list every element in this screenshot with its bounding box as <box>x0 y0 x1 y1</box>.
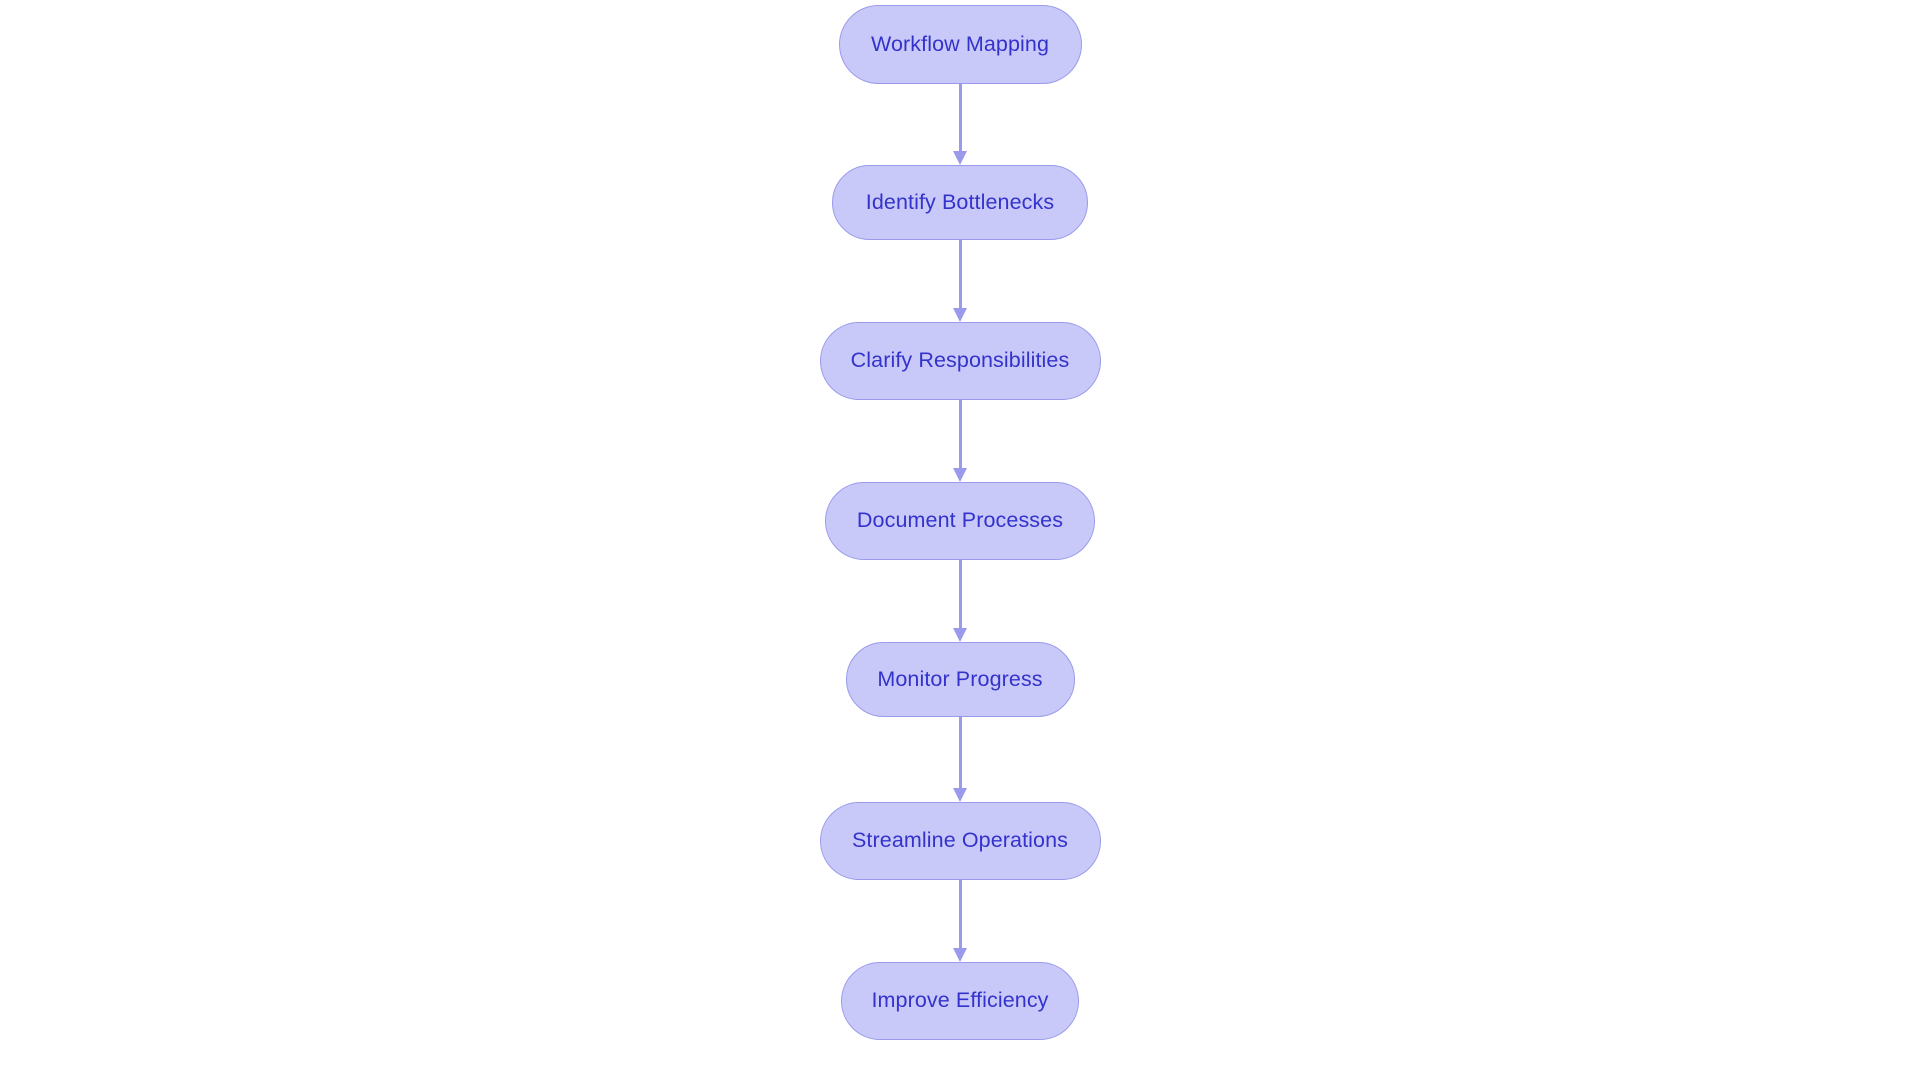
flow-node-label: Workflow Mapping <box>870 31 1050 56</box>
arrow-down-icon <box>953 628 967 642</box>
flow-node-label: Streamline Operations <box>851 828 1068 853</box>
edge-line <box>958 400 962 469</box>
flow-node-label: Monitor Progress <box>877 666 1043 691</box>
arrow-down-icon <box>953 788 967 802</box>
arrow-down-icon <box>953 468 967 482</box>
flow-node-label: Identify Bottlenecks <box>865 189 1055 214</box>
flow-edge-monitor-progress-to-streamline-operations <box>952 717 968 802</box>
edge-line <box>958 880 962 949</box>
arrow-down-icon <box>953 151 967 165</box>
flow-edge-streamline-operations-to-improve-efficiency <box>952 880 968 962</box>
edge-line <box>958 240 962 309</box>
flow-edge-workflow-mapping-to-identify-bottlenecks <box>952 84 968 165</box>
flow-edge-identify-bottlenecks-to-clarify-responsibilities <box>952 240 968 322</box>
arrow-down-icon <box>953 948 967 962</box>
flow-node-label: Document Processes <box>856 508 1064 533</box>
flow-node-streamline-operations[interactable]: Streamline Operations <box>819 802 1101 880</box>
flow-edge-document-processes-to-monitor-progress <box>952 560 968 642</box>
edge-line <box>958 560 962 629</box>
flow-node-improve-efficiency[interactable]: Improve Efficiency <box>841 962 1079 1040</box>
flow-node-document-processes[interactable]: Document Processes <box>825 482 1095 560</box>
flow-node-clarify-responsibilities[interactable]: Clarify Responsibilities <box>819 322 1101 400</box>
edge-line <box>958 717 962 789</box>
flow-node-monitor-progress[interactable]: Monitor Progress <box>845 642 1075 717</box>
flow-node-identify-bottlenecks[interactable]: Identify Bottlenecks <box>832 165 1088 240</box>
flow-node-label: Improve Efficiency <box>871 988 1049 1013</box>
edge-line <box>958 84 962 152</box>
flow-edge-clarify-responsibilities-to-document-processes <box>952 400 968 482</box>
flow-node-label: Clarify Responsibilities <box>850 348 1070 373</box>
flow-node-workflow-mapping[interactable]: Workflow Mapping <box>838 5 1082 84</box>
arrow-down-icon <box>953 308 967 322</box>
